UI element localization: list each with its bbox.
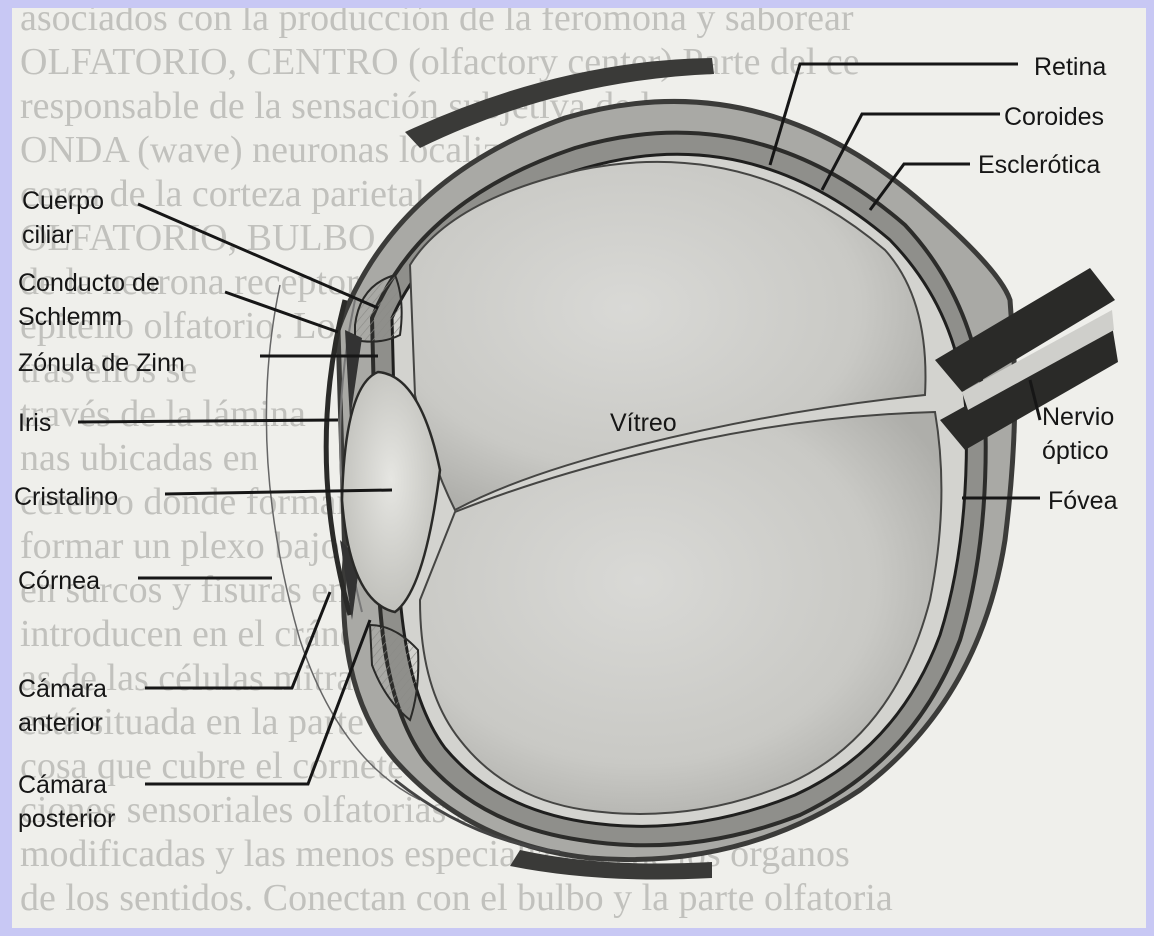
label-iris: Iris [18,406,51,440]
label-esclerotica: Esclerótica [978,148,1100,182]
label-fovea: Fóvea [1048,484,1117,518]
diagram-frame: asociados con la producción de la feromo… [12,8,1146,928]
label-vitreo: Vítreo [610,406,677,440]
background-text-line: de los sentidos. Conectan con el bulbo y… [20,877,893,919]
label-nervio-optico: Nervio óptico [1042,400,1114,468]
background-text-line: OLFATORIO, CENTRO (olfactory center) Par… [20,41,860,83]
label-camara-anterior: Cámara anterior [18,672,107,740]
leader-iris [78,420,338,422]
background-text-line: nas ubicadas en [20,437,258,479]
eye-diagram: asociados con la producción de la feromo… [12,8,1146,928]
label-coroides: Coroides [1004,100,1104,134]
label-cornea: Córnea [18,564,100,598]
label-cristalino: Cristalino [14,480,118,514]
background-text-line: través de la lámina [20,393,306,435]
label-camara-posterior: Cámara posterior [18,768,115,836]
label-retina: Retina [1034,50,1106,84]
label-conducto-schlemm: Conducto de Schlemm [18,266,160,334]
background-text-line: asociados con la producción de la feromo… [20,8,854,39]
label-cuerpo-ciliar: Cuerpo ciliar [22,184,104,252]
label-zonula-zinn: Zónula de Zinn [18,346,185,380]
